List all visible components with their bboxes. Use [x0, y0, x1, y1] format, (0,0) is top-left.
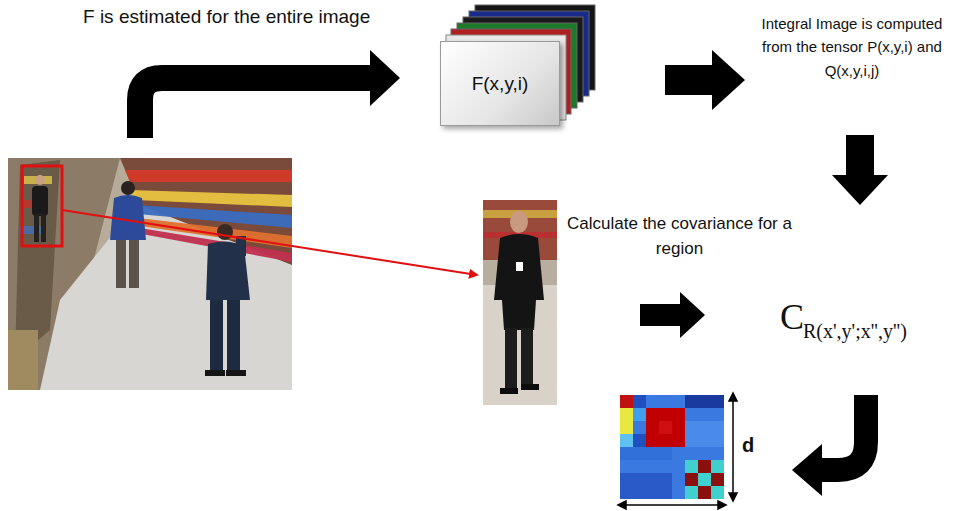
block-arrow — [665, 50, 745, 110]
dimension-arrows — [618, 393, 737, 509]
store-photo — [8, 158, 292, 390]
step-text: Calculate the covariance for a region — [567, 212, 792, 261]
feature-tensor-box: F(x,y,i) — [440, 41, 560, 126]
arrow-head — [370, 50, 400, 106]
formula-text: R(x',y';x'',y'') — [803, 320, 907, 343]
red-arrow — [62, 210, 477, 275]
step-text: F is estimated for the entire image — [83, 6, 370, 28]
curved-arrow — [822, 395, 866, 470]
curved-arrow — [140, 78, 372, 138]
arrow-head — [792, 444, 822, 496]
block-arrow — [832, 135, 888, 205]
node-text: F(x,y,i) — [472, 73, 529, 95]
dimension-label: d — [742, 434, 754, 457]
block-arrow — [640, 292, 705, 338]
person-crop — [483, 200, 557, 405]
covariance-matrix — [620, 395, 724, 499]
step-text: Integral Image is computed from the tens… — [752, 12, 952, 82]
formula-text: C — [780, 296, 804, 338]
